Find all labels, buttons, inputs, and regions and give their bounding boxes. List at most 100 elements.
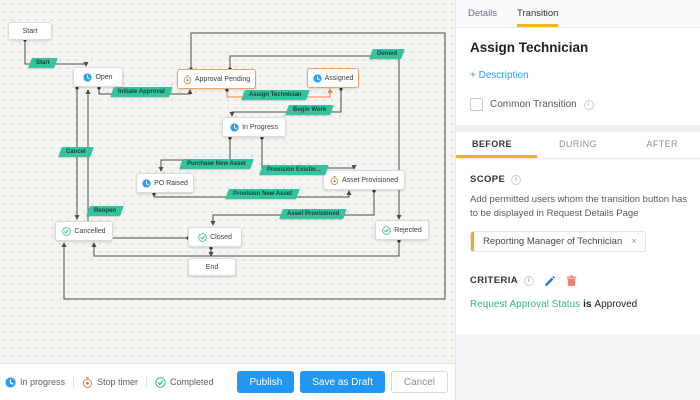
node-cancelled[interactable]: Cancelled xyxy=(55,221,113,241)
transition-panel: Details Transition Assign Technician + D… xyxy=(455,0,700,400)
scope-description: Add permitted users whom the transition … xyxy=(470,194,688,219)
node-label: Approval Pending xyxy=(194,75,251,83)
transition-provision-existing[interactable]: Provision Existin... xyxy=(259,165,329,175)
node-label: In Progress xyxy=(242,123,278,131)
node-open[interactable]: Open xyxy=(73,67,123,87)
info-icon xyxy=(511,174,522,185)
in-progress-icon xyxy=(5,376,16,388)
tab-after[interactable]: AFTER xyxy=(646,138,678,149)
footer-actions: Publish Save as Draft Cancel xyxy=(237,371,448,393)
node-asset-provisioned[interactable]: Asset Provisioned xyxy=(323,170,405,190)
tab-details[interactable]: Details xyxy=(468,8,498,19)
criteria-heading-row: CRITERIA xyxy=(470,274,686,287)
transition-initiate-approval[interactable]: Initiate Approval xyxy=(110,87,173,97)
section-divider xyxy=(456,125,700,132)
transition-label: Asset Provisioned xyxy=(287,211,340,217)
node-in-progress[interactable]: In Progress xyxy=(222,117,286,137)
node-assigned[interactable]: Assigned xyxy=(307,68,359,88)
completed-icon xyxy=(155,376,166,388)
tab-during[interactable]: DURING xyxy=(559,138,597,149)
delete-criteria-icon[interactable] xyxy=(566,274,577,287)
transition-begin-work[interactable]: Begin Work xyxy=(285,105,335,115)
legend-label: Stop timer xyxy=(97,377,139,387)
scope-heading: SCOPE xyxy=(470,174,506,185)
node-end[interactable]: End xyxy=(188,258,236,276)
publish-button[interactable]: Publish xyxy=(237,371,295,393)
criteria-operator: is xyxy=(583,298,592,310)
completed-icon xyxy=(382,225,391,235)
transition-label: Begin Work xyxy=(293,107,327,113)
node-approval-pending[interactable]: Approval Pending xyxy=(177,69,256,89)
transition-start[interactable]: Start xyxy=(28,58,58,68)
info-icon xyxy=(583,99,594,110)
transition-label: Reopen xyxy=(94,208,117,214)
panel-body: Assign Technician + Description Common T… xyxy=(456,40,700,310)
criteria-field: Request Approval Status xyxy=(470,298,581,310)
node-label: Rejected xyxy=(394,226,422,234)
canvas-footer: In progress Stop timer Completed Publish S… xyxy=(0,363,455,400)
node-label: Asset Provisioned xyxy=(341,176,399,184)
remove-tag-icon[interactable]: × xyxy=(631,235,637,247)
transition-label: Assign Technician xyxy=(249,92,302,98)
panel-tabs: Details Transition xyxy=(456,0,700,28)
status-legend: In progress Stop timer Completed xyxy=(0,376,222,388)
node-label: Start xyxy=(22,27,38,35)
stop-timer-icon xyxy=(330,175,339,185)
legend-label: Completed xyxy=(170,377,214,387)
common-transition-row: Common Transition xyxy=(470,98,686,111)
info-icon xyxy=(524,275,535,286)
transition-provision-new-asset[interactable]: Provision New Asset xyxy=(225,189,300,199)
transition-cancel[interactable]: Cancel xyxy=(58,147,94,157)
node-label: Assigned xyxy=(324,74,354,82)
node-label: Closed xyxy=(210,233,232,241)
cancel-button[interactable]: Cancel xyxy=(390,371,448,393)
tab-before[interactable]: BEFORE xyxy=(456,132,538,158)
in-progress-icon xyxy=(230,122,239,132)
scope-tag: Reporting Manager of Technician × xyxy=(470,230,646,252)
transition-title: Assign Technician xyxy=(470,40,589,55)
transition-label: Start xyxy=(36,60,50,66)
transition-label: Initiate Approval xyxy=(118,89,165,95)
common-transition-checkbox[interactable] xyxy=(470,98,483,111)
transition-assign-technician[interactable]: Assign Technician xyxy=(241,90,310,100)
transition-denied[interactable]: Denied xyxy=(369,49,405,59)
save-as-draft-button[interactable]: Save as Draft xyxy=(300,371,385,393)
tab-transition[interactable]: Transition xyxy=(517,0,559,27)
transition-label: Purchase New Asset xyxy=(187,161,246,167)
in-progress-icon xyxy=(312,73,322,83)
edge-rejected-return xyxy=(91,241,400,257)
node-start[interactable]: Start xyxy=(8,22,52,40)
transition-label: Denied xyxy=(377,51,398,57)
common-transition-label: Common Transition xyxy=(490,99,577,110)
transition-asset-provisioned[interactable]: Asset Provisioned xyxy=(279,209,348,219)
edge-denied xyxy=(229,55,402,220)
legend-label: In progress xyxy=(20,377,66,387)
criteria-heading: CRITERIA xyxy=(470,275,519,287)
transition-purchase-new-asset[interactable]: Purchase New Asset xyxy=(179,159,254,169)
stop-timer-icon xyxy=(183,74,192,84)
edit-criteria-icon[interactable] xyxy=(544,275,556,287)
node-label: PO Raised xyxy=(154,179,188,187)
legend-item: Stop timer xyxy=(73,376,146,388)
node-closed[interactable]: Closed xyxy=(188,227,242,247)
transition-label: Provision Existin... xyxy=(267,167,321,173)
node-po-raised[interactable]: PO Raised xyxy=(136,173,194,193)
transition-label: Provision New Asset xyxy=(233,191,293,197)
node-rejected[interactable]: Rejected xyxy=(375,220,429,240)
transition-reopen[interactable]: Reopen xyxy=(86,206,124,216)
edge-outer-cancel xyxy=(61,32,446,300)
node-label: Cancelled xyxy=(74,227,106,235)
stop-timer-icon xyxy=(82,376,93,388)
node-label: Open xyxy=(95,73,113,81)
add-description-link[interactable]: + Description xyxy=(470,70,529,81)
transition-label: Cancel xyxy=(66,149,86,155)
legend-item: Completed xyxy=(146,376,222,388)
completed-icon xyxy=(198,232,207,242)
in-progress-icon xyxy=(142,178,151,188)
legend-item: In progress xyxy=(0,376,73,388)
scope-tag-label: Reporting Manager of Technician xyxy=(483,235,623,247)
